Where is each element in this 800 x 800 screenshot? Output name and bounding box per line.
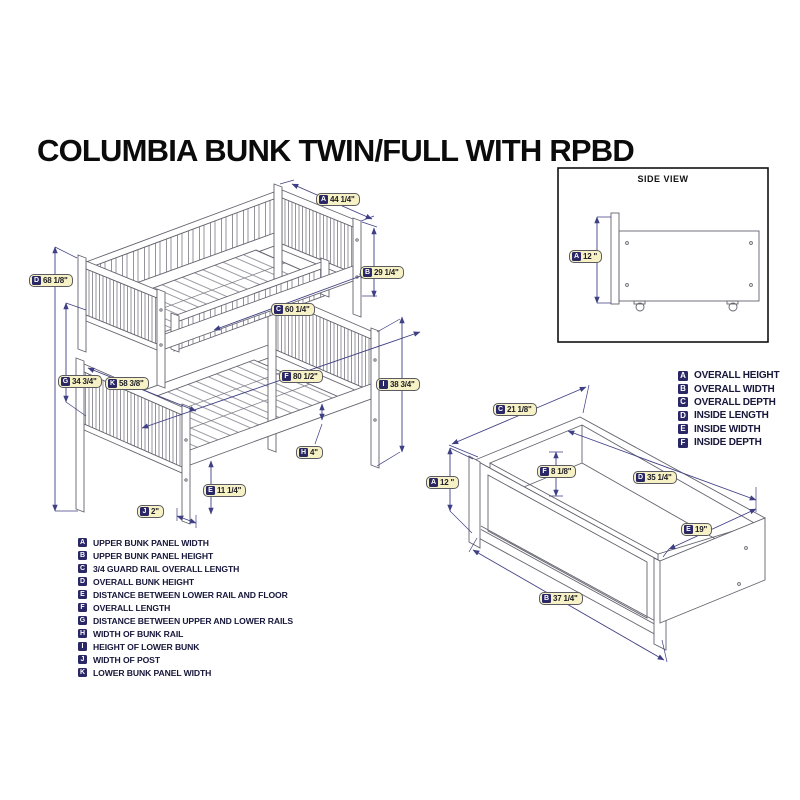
dim-value: 29 1/4": [374, 268, 399, 277]
upper-bunk-drawing: [77, 183, 362, 389]
legend-letter-badge: B: [78, 551, 87, 560]
legend-letter-badge: D: [78, 577, 87, 586]
bed-dim-label-k: K 58 3/8": [105, 377, 149, 390]
legend-letter-badge: C: [78, 564, 87, 573]
dim-letter-badge: C: [274, 305, 283, 314]
drawer-dim-label-d: D 35 1/4": [633, 471, 677, 484]
legend-letter-badge: B: [678, 384, 688, 395]
legend-letter-badge: A: [78, 538, 87, 547]
dim-letter-badge: I: [379, 380, 388, 389]
dim-letter-badge: A: [572, 252, 581, 261]
dim-letter-badge: D: [32, 276, 41, 285]
bed-dim-label-c: C 60 1/4": [271, 303, 315, 316]
sideview-dim-label-a: A 12 ": [569, 250, 603, 263]
dim-letter-badge: A: [319, 195, 328, 204]
legend-letter-badge: E: [78, 590, 87, 599]
legend-letter-badge: D: [678, 410, 688, 421]
dim-letter-badge: B: [542, 594, 551, 603]
dim-value: 37 1/4": [553, 594, 578, 603]
dim-value: 21 1/8": [507, 405, 532, 414]
dim-value: 2": [151, 507, 159, 516]
dim-value: 12 ": [583, 252, 598, 261]
dim-value: 38 3/4": [390, 380, 415, 389]
drawer-dim-label-b: B 37 1/4": [539, 592, 583, 605]
dim-letter-badge: K: [108, 379, 117, 388]
legend-letter-badge: H: [78, 629, 87, 638]
dim-value: 34 3/4": [72, 377, 97, 386]
bed-dim-label-i: I 38 3/4": [376, 378, 420, 391]
drawer-dim-label-a: A 12 ": [426, 476, 460, 489]
dim-letter-badge: F: [540, 467, 549, 476]
bed-dim-label-b: B 29 1/4": [360, 266, 404, 279]
dim-value: 68 1/8": [43, 276, 68, 285]
dim-value: 58 3/8": [119, 379, 144, 388]
legend-letter-badge: G: [78, 616, 87, 625]
legend-letter-badge: J: [78, 655, 87, 664]
dim-letter-badge: E: [684, 525, 693, 534]
legend-letter-badge: F: [78, 603, 87, 612]
bed-dim-label-g: G 34 3/4": [58, 375, 102, 388]
dim-letter-badge: H: [299, 448, 308, 457]
side-view-title: SIDE VIEW: [637, 174, 689, 184]
dim-value: 80 1/2": [293, 372, 318, 381]
dim-letter-badge: G: [61, 377, 70, 386]
dim-letter-badge: D: [636, 473, 645, 482]
dim-value: 8 1/8": [551, 467, 572, 476]
dim-letter-badge: F: [282, 372, 291, 381]
dim-letter-badge: C: [496, 405, 505, 414]
dim-value: 44 1/4": [330, 195, 355, 204]
bed-dim-label-j: J 2": [137, 505, 164, 518]
bed-dim-label-f: F 80 1/2": [279, 370, 323, 383]
drawer-dim-label-f: F 8 1/8": [537, 465, 577, 478]
drawer-dim-label-c: C 21 1/8": [493, 403, 537, 416]
bed-dim-label-h: H 4": [296, 446, 323, 459]
bed-dim-label-d: D 68 1/8": [29, 274, 73, 287]
dim-letter-badge: E: [206, 486, 215, 495]
legend-letter-badge: K: [78, 668, 87, 677]
legend-letter-badge: I: [78, 642, 87, 651]
dim-letter-badge: B: [363, 268, 372, 277]
dim-value: 35 1/4": [647, 473, 672, 482]
bed-dim-label-e: E 11 1/4": [203, 484, 247, 497]
legend-letter-badge: A: [678, 370, 688, 381]
legend-letter-badge: E: [678, 424, 688, 435]
legend-letter-badge: C: [678, 397, 688, 408]
dim-value: 19": [695, 525, 708, 534]
dim-value: 12 ": [440, 478, 455, 487]
dim-value: 4": [310, 448, 318, 457]
legend-letter-badge: F: [678, 437, 688, 448]
page-title: COLUMBIA BUNK TWIN/FULL WITH RPBD: [37, 133, 635, 168]
dim-value: 11 1/4": [217, 486, 242, 495]
drawer-dim-label-e: E 19": [681, 523, 713, 536]
dim-letter-badge: J: [140, 507, 149, 516]
dim-value: 60 1/4": [285, 305, 310, 314]
bed-dim-label-a: A 44 1/4": [316, 193, 360, 206]
dim-letter-badge: A: [429, 478, 438, 487]
